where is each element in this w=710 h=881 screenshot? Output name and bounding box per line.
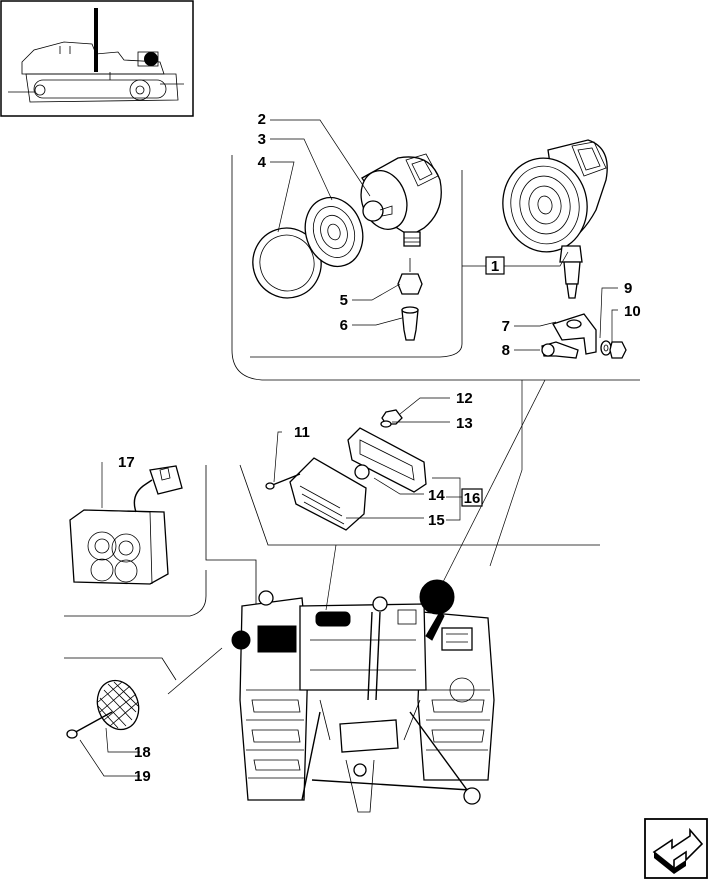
callout-12: 12 (456, 390, 473, 407)
leader-lines (79, 119, 618, 777)
callout-14: 14 (428, 487, 445, 504)
tractor-thumbnail-icon (0, 0, 194, 117)
leader-assembly-1 (489, 380, 523, 567)
bracket-bolt (541, 341, 579, 359)
callout-box-16 (461, 488, 483, 507)
group-frame-upper (231, 155, 640, 381)
callout-16: 16 (464, 490, 481, 507)
nut-small (380, 409, 403, 428)
callout-1: 1 (491, 258, 499, 275)
rear-lamp-body (289, 457, 367, 531)
callout-11: 11 (294, 424, 310, 441)
callout-3: 3 (258, 131, 266, 148)
reflector-screw (66, 711, 113, 739)
bolt-stud (401, 306, 419, 341)
nut (397, 258, 423, 295)
washer (600, 340, 612, 356)
callout-2: 2 (258, 111, 266, 128)
location-dot-left (231, 630, 251, 650)
group-frame-left (205, 465, 257, 620)
callout-8: 8 (502, 342, 510, 359)
group-frame-left-bottom (64, 570, 207, 617)
callout-box-1 (485, 256, 505, 275)
location-dot-right (419, 579, 455, 615)
group-frame-inner (250, 170, 463, 358)
callout-9: 9 (624, 280, 632, 297)
callout-18: 18 (134, 744, 151, 761)
callout-4: 4 (258, 154, 267, 171)
lock-nut (609, 341, 627, 359)
callout-15: 15 (428, 512, 445, 529)
callout-6: 6 (340, 317, 348, 334)
callout-7: 7 (502, 318, 510, 335)
lamp-lens (304, 196, 364, 268)
tail-light (69, 465, 183, 585)
group-frame-bottom (64, 657, 177, 681)
small-washer (354, 464, 370, 480)
leader-rear-lamp (325, 544, 337, 611)
callout-10: 10 (624, 303, 641, 320)
callout-13: 13 (456, 415, 473, 432)
tractor-rear-view (239, 590, 495, 813)
lamp-gasket (347, 427, 427, 493)
mounting-bracket (552, 313, 597, 355)
work-lamp-housing (360, 153, 442, 247)
work-lamp-assembly (502, 139, 608, 299)
next-page-arrow-icon[interactable] (644, 818, 708, 879)
leader-assembly-2 (439, 379, 546, 589)
callout-5: 5 (340, 292, 348, 309)
callout-19: 19 (134, 768, 151, 785)
callout-17: 17 (118, 454, 135, 471)
reflector (96, 679, 140, 731)
lamp-screw (265, 473, 301, 490)
group-frame-middle (239, 464, 600, 546)
